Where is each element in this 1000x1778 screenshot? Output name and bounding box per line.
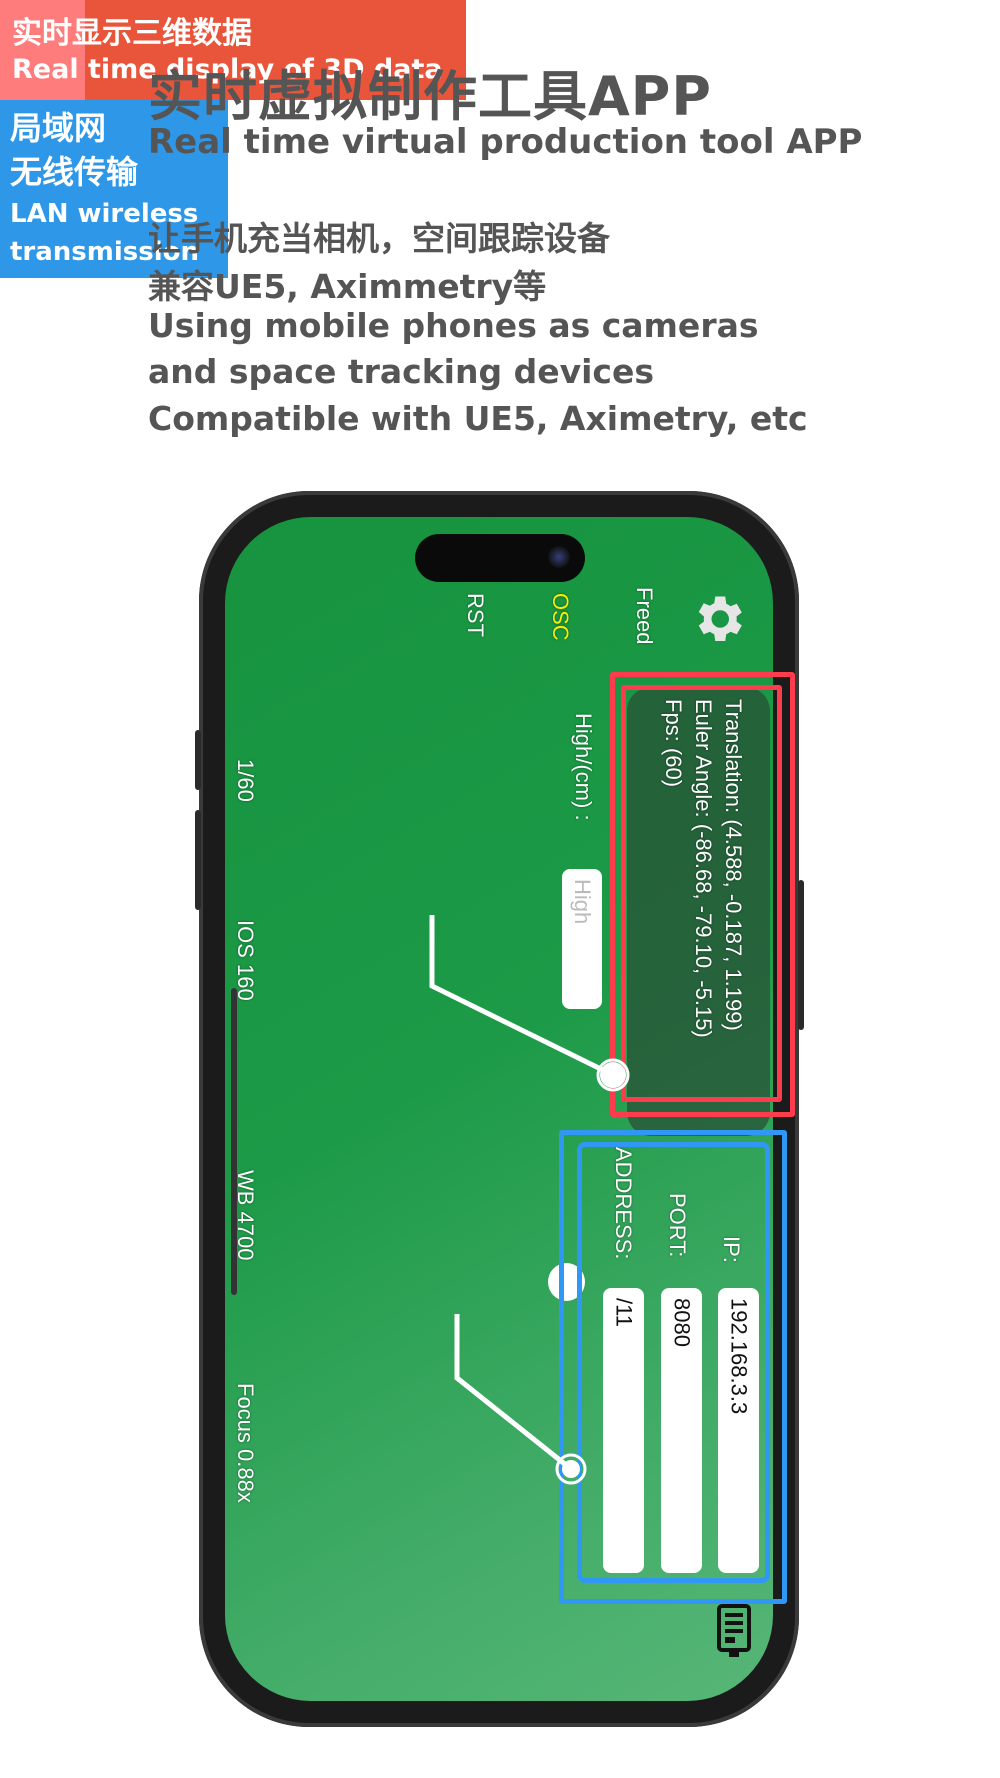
address-input[interactable]: /11 bbox=[603, 1288, 644, 1573]
battery-icon bbox=[717, 1604, 751, 1657]
description-line: 让手机充当相机，空间跟踪设备 bbox=[148, 219, 610, 258]
callout-title-en: LAN wireless bbox=[10, 199, 199, 229]
tracking-data-panel bbox=[627, 687, 770, 1136]
camera-slider-track[interactable] bbox=[231, 988, 237, 1295]
phone-side-button bbox=[195, 730, 201, 790]
high-input[interactable]: High bbox=[562, 869, 602, 1009]
description-line: Compatible with UE5, Aximetry, etc bbox=[148, 399, 808, 438]
gear-icon[interactable] bbox=[688, 589, 748, 649]
realtime-callout-dot bbox=[600, 1062, 626, 1088]
highlight-box-data-outer bbox=[610, 672, 795, 1117]
port-input[interactable]: 8080 bbox=[661, 1288, 702, 1573]
highlight-box-data-inner bbox=[621, 685, 782, 1102]
phone-side-button bbox=[195, 810, 201, 910]
lan-callout: 局域网 无线传输 LAN wireless transmission bbox=[0, 100, 228, 278]
euler-angle-readout: Euler Angle: (-86.68, -79.10, -5.15) bbox=[691, 699, 716, 1038]
page-subtitle: Real time virtual production tool APP bbox=[148, 122, 863, 162]
iso-readout[interactable]: IOS 160 bbox=[233, 920, 258, 1001]
focus-readout[interactable]: Focus 0.88x bbox=[233, 1383, 258, 1503]
shutter-readout[interactable]: 1/60 bbox=[233, 759, 258, 802]
osc-button[interactable]: OSC bbox=[548, 593, 573, 641]
phone-side-button bbox=[798, 880, 804, 1030]
callout-title-cn: 局域网 bbox=[10, 109, 107, 147]
front-camera-icon bbox=[548, 546, 570, 568]
page-title: 实时虚拟制作工具APP bbox=[148, 65, 712, 128]
highlight-box-network-outer bbox=[559, 1130, 787, 1604]
callout-title-en: Real time display of 3D data bbox=[12, 54, 443, 85]
description-line: Using mobile phones as cameras bbox=[148, 306, 759, 345]
callout-title-cn: 实时显示三维数据 bbox=[12, 16, 252, 51]
lan-callout-dot bbox=[562, 1460, 580, 1478]
fps-readout: Fps: (60) bbox=[661, 699, 686, 788]
realtime-3d-callout: 实时显示三维数据 Real time display of 3D data bbox=[0, 0, 466, 100]
callout-title-cn: 无线传输 bbox=[10, 153, 139, 191]
freed-button[interactable]: Freed bbox=[632, 587, 657, 645]
port-label: PORT: bbox=[665, 1193, 690, 1258]
ip-input[interactable]: 192.168.3.3 bbox=[718, 1288, 759, 1573]
lan-callout-line bbox=[454, 1314, 573, 1471]
callout-title-en: transmission bbox=[10, 237, 200, 267]
address-label: ADDRESS: bbox=[611, 1147, 636, 1260]
ip-label: IP: bbox=[719, 1236, 744, 1263]
translation-readout: Translation: (4.588, -0.187, 1.199) bbox=[721, 699, 746, 1031]
white-balance-readout[interactable]: WB 4700 bbox=[233, 1170, 258, 1261]
high-label: High/(cm) : bbox=[571, 713, 596, 821]
realtime-callout-line bbox=[429, 915, 615, 1078]
highlight-box-network-inner bbox=[577, 1142, 770, 1583]
description-line: and space tracking devices bbox=[148, 352, 654, 391]
description-line: 兼容UE5, Aximmetry等 bbox=[148, 267, 547, 306]
rst-button[interactable]: RST bbox=[463, 593, 488, 637]
